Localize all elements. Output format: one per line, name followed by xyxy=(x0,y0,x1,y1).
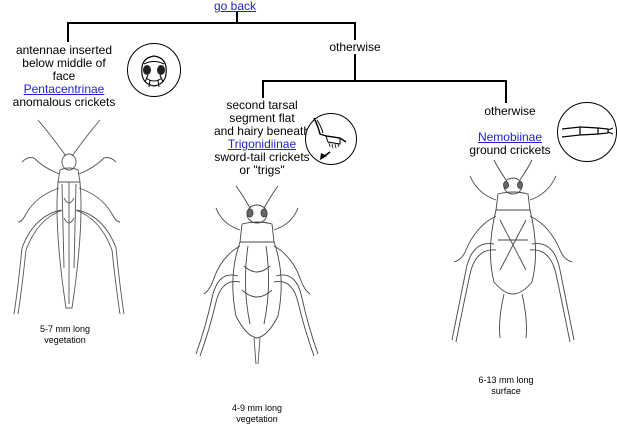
tree-branch-right xyxy=(354,22,356,40)
tree-bar-mid xyxy=(262,80,506,82)
pentacentrinae-link[interactable]: Pentacentrinae xyxy=(23,82,105,96)
pentacentrinae-habitat: vegetation xyxy=(44,335,86,345)
trigonidiinae-trait-line2: segment flat xyxy=(229,111,295,125)
pentacentrinae-trait-line1: antennae inserted xyxy=(15,43,113,57)
tarsus-segment-icon xyxy=(557,102,617,162)
trigonidiinae-habitat: vegetation xyxy=(236,414,278,424)
tree-branch-mid-left xyxy=(262,80,264,98)
otherwise-label-nemobiinae: otherwise xyxy=(484,104,536,118)
nemobiinae-size: 6-13 mm long xyxy=(478,375,534,385)
trigonidiinae-trait-line1: second tarsal xyxy=(226,98,298,112)
tree-stem-otherwise xyxy=(354,54,356,81)
pentacentrinae-key: antennae inserted below middle of face P… xyxy=(0,44,128,109)
trigonidiinae-common-name-2: or "trigs" xyxy=(239,163,285,177)
pentacentrinae-cricket-illustration xyxy=(13,119,125,315)
nemobiinae-key: otherwise Nemobiinae ground crickets xyxy=(462,105,558,157)
trigonidiinae-caption: 4-9 mm long vegetation xyxy=(212,403,302,425)
nemobiinae-caption: 6-13 mm long surface xyxy=(461,375,551,397)
trigonidiinae-size: 4-9 mm long xyxy=(231,403,283,413)
nemobiinae-habitat: surface xyxy=(491,386,521,396)
go-back-link[interactable]: go back xyxy=(213,0,257,13)
pentacentrinae-caption: 5-7 mm long vegetation xyxy=(20,324,110,346)
pentacentrinae-trait-line2: below middle of xyxy=(22,56,106,70)
nemobiinae-link[interactable]: Nemobiinae xyxy=(477,130,543,144)
trigonidiinae-common-name-1: sword-tail crickets xyxy=(214,150,310,164)
tree-branch-left xyxy=(67,22,69,42)
pentacentrinae-trait-line3: face xyxy=(52,69,76,83)
trigonidiinae-key: second tarsal segment flat and hairy ben… xyxy=(206,99,318,177)
nemobiinae-common-name: ground crickets xyxy=(469,143,551,157)
cricket-face-icon xyxy=(127,43,181,97)
tree-branch-mid-right xyxy=(505,80,507,103)
hairy-tarsus-icon xyxy=(305,113,357,165)
pentacentrinae-size: 5-7 mm long xyxy=(39,324,91,334)
pentacentrinae-common-name: anomalous crickets xyxy=(12,95,116,109)
tree-trunk xyxy=(236,12,238,23)
trigonidiinae-link[interactable]: Trigonidiinae xyxy=(227,137,297,151)
nemobiinae-cricket-illustration xyxy=(451,159,575,343)
tree-bar-top xyxy=(67,22,355,24)
trigonidiinae-trait-line3: and hairy beneath xyxy=(213,124,311,138)
otherwise-label-top: otherwise xyxy=(329,40,381,54)
trigonidiinae-cricket-illustration xyxy=(195,185,319,365)
